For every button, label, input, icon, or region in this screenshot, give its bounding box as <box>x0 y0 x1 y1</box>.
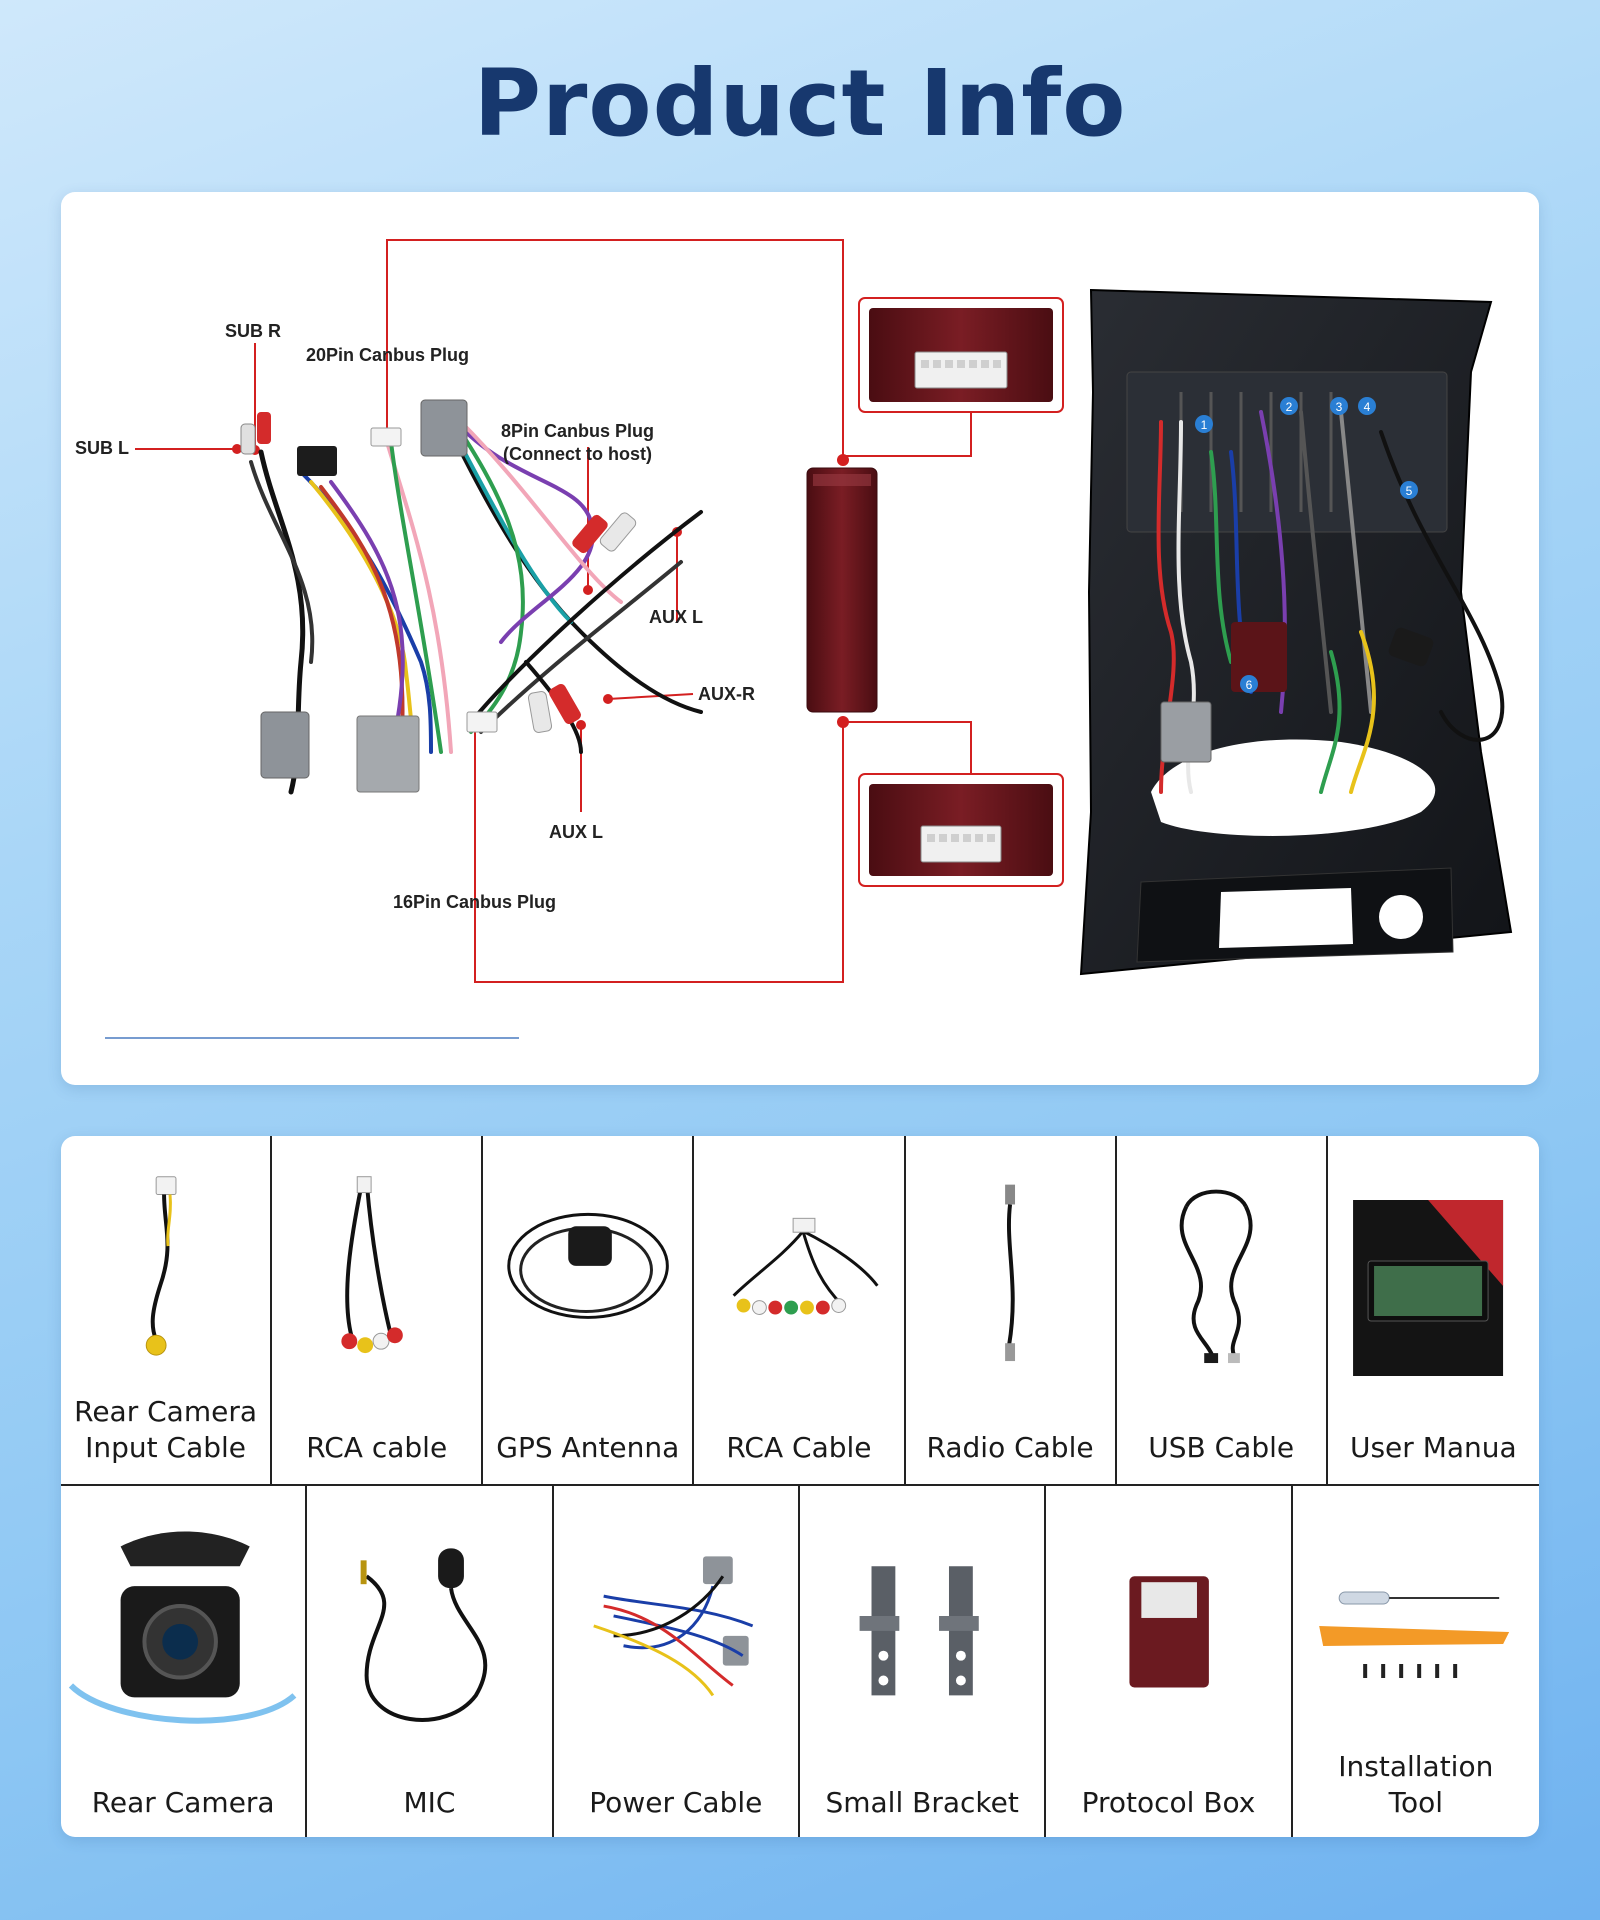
wiring-diagram-panel: SUB R SUB L 20Pin Canbus Plug 8Pin Canbu… <box>61 192 1539 1085</box>
package-row-2: Rear Camera MIC Power Cable <box>61 1486 1539 1837</box>
small-bracket-icon <box>859 1566 979 1696</box>
camera-input-cable-icon <box>145 1176 177 1356</box>
usb-cable-icon <box>1179 1189 1253 1364</box>
radio-cable-icon <box>1004 1184 1015 1362</box>
rear-camera-icon <box>68 1531 297 1724</box>
badge-6: 6 <box>1246 678 1253 692</box>
item-gps-antenna: GPS Antenna <box>483 1136 695 1484</box>
user-manual-icon <box>1352 1200 1503 1376</box>
item-radio-cable: Radio Cable <box>906 1136 1117 1484</box>
item-label: User Manua <box>1349 1431 1517 1464</box>
item-rca-cable: RCA cable <box>272 1136 484 1484</box>
item-label: Protocol Box <box>1081 1786 1256 1819</box>
rca-cable-bundle-icon <box>732 1217 879 1315</box>
item-small-bracket: Small Bracket <box>800 1486 1047 1837</box>
item-label: RCA Cable <box>726 1431 872 1464</box>
leader-lines <box>135 239 972 983</box>
label-aux-l-bottom: AUX L <box>549 822 603 842</box>
item-label: Radio Cable <box>926 1431 1094 1464</box>
power-cable-icon <box>592 1556 753 1697</box>
wiring-diagram: SUB R SUB L 20Pin Canbus Plug 8Pin Canbu… <box>75 239 1513 1039</box>
page-title: Product Info <box>473 50 1127 157</box>
badge-5: 5 <box>1406 484 1413 498</box>
badge-4: 4 <box>1364 400 1371 414</box>
gps-antenna-icon <box>507 1212 670 1319</box>
badge-1: 1 <box>1201 418 1208 432</box>
item-protocol-box: Protocol Box <box>1046 1486 1293 1837</box>
item-usb-cable: USB Cable <box>1117 1136 1328 1484</box>
mic-icon <box>360 1548 488 1722</box>
numbered-badges: 1 2 3 4 5 6 <box>1195 397 1418 693</box>
protocol-box-top-view <box>858 297 1064 413</box>
label-20pin-canbus-plug: 20Pin Canbus Plug <box>306 345 469 365</box>
item-label: USB Cable <box>1148 1431 1295 1464</box>
protocol-box-bottom-view <box>858 773 1064 887</box>
label-8pin-canbus-plug: 8Pin Canbus Plug <box>501 421 654 441</box>
label-16pin-canbus-plug: 16Pin Canbus Plug <box>393 892 556 912</box>
item-mic: MIC <box>307 1486 554 1837</box>
item-label: Rear Camera <box>91 1786 275 1819</box>
rca-cable-icon <box>341 1176 403 1354</box>
item-rca-cable-bundle: RCA Cable <box>694 1136 906 1484</box>
label-aux-l-top: AUX L <box>649 607 703 627</box>
item-power-cable: Power Cable <box>554 1486 800 1837</box>
item-label: RCA cable <box>306 1431 448 1464</box>
protocol-box-icon <box>1129 1576 1210 1688</box>
item-label: Power Cable <box>589 1786 763 1819</box>
label-connect-to-host: (Connect to host) <box>503 444 652 464</box>
label-aux-r: AUX-R <box>698 684 755 704</box>
item-label: GPS Antenna <box>496 1431 680 1464</box>
item-user-manual: User Manua <box>1328 1136 1539 1484</box>
item-rear-camera: Rear Camera <box>61 1486 308 1837</box>
harness-connectors <box>240 399 637 793</box>
item-label: MIC <box>403 1786 456 1819</box>
label-sub-l: SUB L <box>75 438 129 458</box>
installation-tool-icon <box>1318 1591 1509 1678</box>
badge-2: 2 <box>1286 400 1293 414</box>
item-label: Small Bracket <box>825 1786 1019 1819</box>
label-sub-r: SUB R <box>225 321 281 341</box>
stereo-frame-image <box>1079 288 1513 976</box>
wiring-harness-image <box>249 410 703 795</box>
badge-3: 3 <box>1336 400 1343 414</box>
protocol-box-image <box>806 467 878 713</box>
